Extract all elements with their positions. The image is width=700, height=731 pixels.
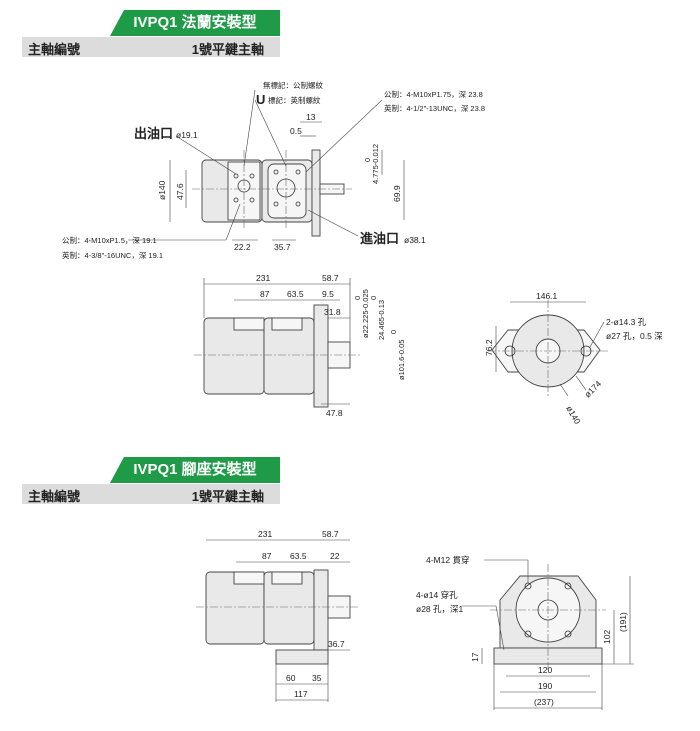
fe-dim-140: ø140 <box>564 404 582 426</box>
section1-title: IVPQ1 法蘭安裝型 <box>110 10 280 36</box>
fts-dim-35: 35 <box>312 673 322 683</box>
fts-dim-58-7: 58.7 <box>322 529 339 539</box>
top-view-drawing: 無標記：公制螺紋 U 標記：英制螺紋 出油口 ø19.1 進油口 ø38.1 公… <box>62 80 485 260</box>
dim-22-2: 22.2 <box>234 242 251 252</box>
fte-dim-17: 17 <box>470 652 480 662</box>
flange-end-drawing: 146.1 76.2 2-ø14.3 孔 ø27 孔，0.5 深 ø174 ø1… <box>484 291 663 426</box>
outlet-thread-imperial: 英制：4-3/8"-16UNC，深 19.1 <box>62 250 163 260</box>
foot-side-drawing: 231 58.7 87 63.5 22 36.7 60 35 117 <box>196 529 360 702</box>
inlet-thread-imperial: 英制：4-1/2"-13UNC，深 23.8 <box>384 103 485 113</box>
fs-dim-47-8: 47.8 <box>326 408 343 418</box>
thread-note-u-mark: U <box>256 92 265 107</box>
section2-bar <box>22 484 280 504</box>
fts-dim-22: 22 <box>330 551 340 561</box>
fts-dim-60: 60 <box>286 673 296 683</box>
fs-dim-22-225-upper: 0 <box>353 296 362 300</box>
fte-dim-120: 120 <box>538 665 552 675</box>
fte-dim-102: 102 <box>602 630 612 644</box>
fte-note-28: ø28 孔，深1 <box>416 604 464 614</box>
fs-dim-231: 231 <box>256 273 270 283</box>
fs-dim-24-465-upper: 0 <box>369 296 378 300</box>
fe-hole-note-1: 2-ø14.3 孔 <box>606 317 647 327</box>
section2-header: IVPQ1 腳座安裝型 主軸編號 1號平鍵主軸 <box>22 457 280 505</box>
fte-note-14: 4-ø14 穿孔 <box>416 590 458 600</box>
fe-dim-146-1: 146.1 <box>536 291 558 301</box>
fte-note-m12: 4-M12 貫穿 <box>426 555 469 565</box>
fs-dim-58-7: 58.7 <box>322 273 339 283</box>
fts-dim-87: 87 <box>262 551 272 561</box>
fs-dim-63-5: 63.5 <box>287 289 304 299</box>
dim-0-5: 0.5 <box>290 126 302 136</box>
fs-dim-31-8: 31.8 <box>324 307 341 317</box>
fs-dim-87: 87 <box>260 289 270 299</box>
fte-dim-191: (191) <box>618 612 628 632</box>
inlet-label: 進油口 <box>360 231 399 246</box>
fte-dim-190: 190 <box>538 681 552 691</box>
section2-title: IVPQ1 腳座安裝型 <box>110 457 280 483</box>
fts-dim-231: 231 <box>258 529 272 539</box>
thread-note-metric: 無標記：公制螺紋 <box>263 80 323 90</box>
section2-shaft-value: 1號平鍵主軸 <box>191 489 264 504</box>
flange-side-drawing: 231 58.7 87 63.5 9.5 31.8 ø22.225-0.025 … <box>194 273 406 418</box>
inlet-diameter: ø38.1 <box>404 235 426 245</box>
fe-dim-174: ø174 <box>582 378 603 399</box>
section2-shaft-label: 主軸編號 <box>28 489 81 504</box>
section1-shaft-value: 1號平鍵主軸 <box>191 42 264 57</box>
fs-dim-9-5: 9.5 <box>322 289 334 299</box>
thread-note-imperial: 標記：英制螺紋 <box>268 95 321 105</box>
outlet-diameter: ø19.1 <box>176 130 198 140</box>
fs-dim-22-225: ø22.225-0.025 <box>361 289 370 338</box>
section1-header: IVPQ1 法蘭安裝型 主軸編號 1號平鍵主軸 <box>22 10 280 58</box>
outlet-label: 出油口 <box>134 126 173 141</box>
fts-dim-36-7: 36.7 <box>328 639 345 649</box>
dim-13: 13 <box>306 112 316 122</box>
inlet-thread-metric: 公制：4-M10xP1.75，深 23.8 <box>384 89 483 99</box>
dim-4-775: 4.775-0.012 <box>371 144 380 184</box>
fte-dim-237: (237) <box>534 697 554 707</box>
section1-bar <box>22 37 280 57</box>
foot-end-drawing: 4-M12 貫穿 4-ø14 穿孔 ø28 孔，深1 17 120 190 (2… <box>416 555 634 710</box>
dim-140: ø140 <box>157 180 167 200</box>
dim-4-775-upper: 0 <box>363 158 372 162</box>
fs-dim-24-465: 24.465-0.13 <box>377 300 386 340</box>
fts-dim-117: 117 <box>294 689 308 699</box>
fs-dim-101-6: ø101.6-0.05 <box>397 340 406 380</box>
dim-47-6: 47.6 <box>175 183 185 200</box>
fe-hole-note-2: ø27 孔，0.5 深 <box>606 331 663 341</box>
dim-35-7: 35.7 <box>274 242 291 252</box>
dim-69-9: 69.9 <box>392 185 402 202</box>
fs-dim-101-6-upper: 0 <box>389 330 398 334</box>
fe-dim-76-2: 76.2 <box>484 339 494 356</box>
section1-shaft-label: 主軸編號 <box>28 42 81 57</box>
fts-dim-63-5: 63.5 <box>290 551 307 561</box>
outlet-thread-metric: 公制：4-M10xP1.5，深 19.1 <box>62 235 157 245</box>
